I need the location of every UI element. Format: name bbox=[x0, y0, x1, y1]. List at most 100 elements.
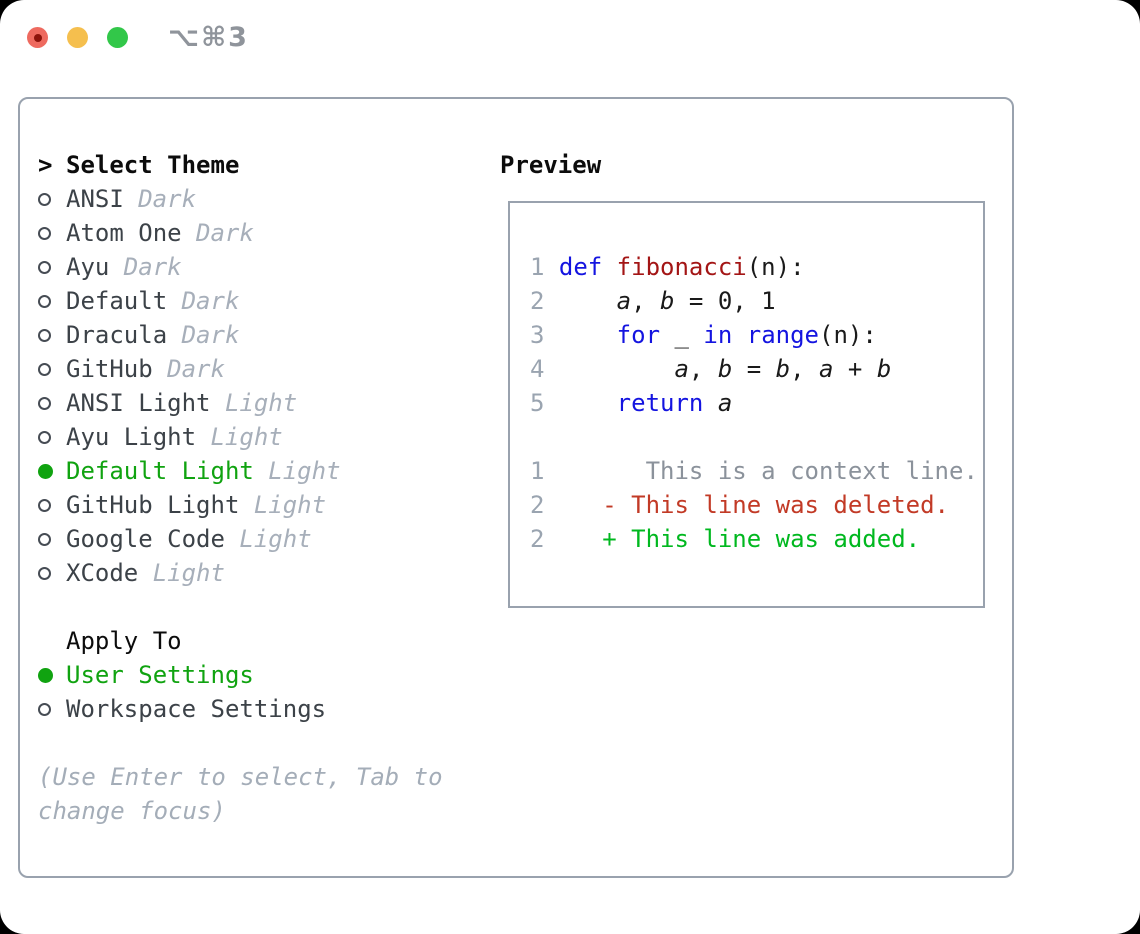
preview-line: 5 return a bbox=[530, 389, 963, 423]
radio-icon bbox=[38, 362, 66, 376]
theme-variant-tag: Dark bbox=[196, 219, 254, 247]
code-token: - This line was deleted. bbox=[558, 491, 950, 519]
theme-name: Default bbox=[66, 287, 168, 315]
zoom-button[interactable] bbox=[107, 27, 128, 48]
radio-icon bbox=[38, 702, 66, 716]
radio-icon bbox=[38, 532, 66, 546]
apply-to-label: User Settings bbox=[66, 661, 254, 689]
code-token: + bbox=[833, 355, 877, 383]
preview-line: 4 a, b = b, a + b bbox=[530, 355, 963, 389]
radio-icon bbox=[38, 260, 66, 274]
spacer bbox=[38, 726, 478, 760]
code-token: = bbox=[732, 355, 776, 383]
radio-icon bbox=[38, 566, 66, 580]
theme-option[interactable]: Ayu Light Light bbox=[38, 420, 478, 454]
code-token: , bbox=[688, 355, 718, 383]
code-token: b bbox=[660, 287, 675, 315]
theme-variant-tag: Light bbox=[210, 423, 283, 451]
apply-to-option[interactable]: User Settings bbox=[38, 658, 478, 692]
theme-variant-tag: Light bbox=[152, 559, 225, 587]
theme-name: GitHub bbox=[66, 355, 153, 383]
preview-title: Preview bbox=[500, 151, 602, 179]
section-title: Select Theme bbox=[66, 151, 240, 179]
code-token: (n): bbox=[746, 253, 805, 281]
theme-name: Default Light bbox=[66, 457, 254, 485]
code-token: range bbox=[746, 321, 819, 349]
code-token: (n): bbox=[819, 321, 877, 349]
preview-line: 2 a, b = 0, 1 bbox=[530, 287, 963, 321]
code-token: b bbox=[717, 355, 733, 383]
code-token bbox=[732, 321, 746, 349]
minimize-button[interactable] bbox=[67, 27, 88, 48]
code-token: a bbox=[616, 287, 632, 315]
code-token: a bbox=[819, 355, 834, 383]
apply-to-label: Workspace Settings bbox=[66, 695, 327, 723]
code-token: fibonacci bbox=[616, 253, 747, 281]
code-token bbox=[559, 355, 675, 383]
code-token bbox=[703, 389, 717, 417]
code-token: = 0, 1 bbox=[674, 287, 776, 315]
theme-variant-tag: Dark bbox=[181, 321, 240, 349]
apply-to-header: Apply To bbox=[38, 624, 478, 658]
code-token: b bbox=[876, 355, 892, 383]
theme-variant-tag: Light bbox=[253, 491, 327, 519]
theme-variant-tag: Dark bbox=[167, 355, 225, 383]
preview-line: 3 for _ in range(n): bbox=[530, 321, 963, 355]
theme-option[interactable]: GitHub Dark bbox=[38, 352, 478, 386]
radio-icon bbox=[38, 396, 66, 410]
radio-icon bbox=[38, 192, 66, 206]
preview-line bbox=[530, 423, 963, 457]
theme-variant-tag: Dark bbox=[138, 185, 197, 213]
theme-variant-tag: Light bbox=[224, 389, 298, 417]
radio-icon bbox=[38, 498, 66, 512]
radio-icon bbox=[38, 463, 66, 479]
select-theme-header: > Select Theme bbox=[38, 148, 478, 182]
theme-option[interactable]: Default Light Light bbox=[38, 454, 478, 488]
radio-icon bbox=[38, 430, 66, 444]
window-hotkey-label: ⌥⌘3 bbox=[168, 22, 249, 53]
code-token: def bbox=[558, 253, 617, 281]
close-button[interactable] bbox=[27, 27, 48, 48]
line-number: 1 bbox=[530, 253, 545, 281]
line-number: 3 bbox=[530, 321, 545, 349]
radio-icon bbox=[38, 294, 66, 308]
line-number: 2 bbox=[530, 287, 545, 315]
theme-name: ANSI Light bbox=[66, 389, 211, 417]
theme-option[interactable]: Default Dark bbox=[38, 284, 478, 318]
code-token: a bbox=[717, 389, 733, 417]
code-token: a bbox=[674, 355, 689, 383]
radio-icon bbox=[38, 226, 66, 240]
line-number: 4 bbox=[530, 355, 545, 383]
code-token: This is a context line. bbox=[558, 457, 978, 485]
theme-name: Ayu Light bbox=[66, 423, 197, 451]
theme-option[interactable]: ANSI Dark bbox=[38, 182, 478, 216]
section-title: Apply To bbox=[66, 627, 182, 655]
theme-option[interactable]: ANSI Light Light bbox=[38, 386, 478, 420]
theme-variant-tag: Light bbox=[268, 457, 341, 485]
theme-name: ANSI bbox=[66, 185, 124, 213]
code-token bbox=[559, 321, 617, 349]
line-number: 2 bbox=[530, 491, 545, 519]
cursor-icon: > bbox=[38, 151, 53, 179]
preview-line: 2 + This line was added. bbox=[530, 525, 963, 559]
apply-to-option[interactable]: Workspace Settings bbox=[38, 692, 478, 726]
theme-name: Dracula bbox=[66, 321, 168, 349]
theme-option[interactable]: Dracula Dark bbox=[38, 318, 478, 352]
help-hint: (Use Enter to select, Tab to change focu… bbox=[38, 763, 443, 825]
theme-variant-tag: Dark bbox=[181, 287, 240, 315]
radio-icon bbox=[38, 667, 66, 683]
code-token bbox=[559, 287, 617, 315]
theme-name: Ayu bbox=[66, 253, 110, 281]
titlebar: ⌥⌘3 bbox=[0, 0, 1140, 76]
